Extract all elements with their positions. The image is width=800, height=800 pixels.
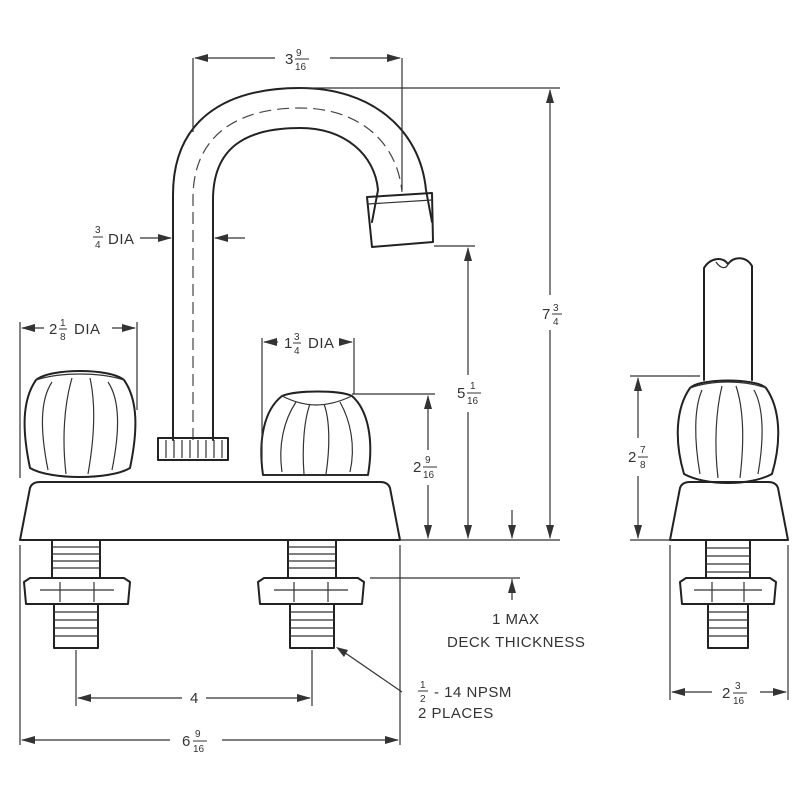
spout-height-whole: 5 bbox=[457, 385, 465, 402]
right-handle bbox=[260, 390, 372, 476]
spout-height-den: 16 bbox=[467, 396, 479, 407]
large-handle-dia-whole: 2 bbox=[49, 321, 57, 338]
side-base-depth-whole: 2 bbox=[722, 685, 730, 702]
handle-height-den: 16 bbox=[423, 470, 435, 481]
thread-note: 1 2 - 14 NPSM 2 PLACES bbox=[418, 680, 512, 722]
spout-reach-whole: 3 bbox=[285, 51, 293, 68]
overall-height-den: 4 bbox=[553, 317, 559, 328]
spout-reach-den: 16 bbox=[295, 62, 307, 73]
spout-dia-num: 3 bbox=[95, 225, 101, 236]
side-base-depth-num: 3 bbox=[735, 681, 741, 692]
front-view bbox=[19, 87, 434, 649]
spout-dia-suffix: DIA bbox=[108, 231, 135, 248]
thread-places: 2 PLACES bbox=[418, 705, 494, 722]
spout-height-num: 1 bbox=[470, 381, 476, 392]
dimension-lines bbox=[19, 54, 789, 745]
side-handle-height-den: 8 bbox=[640, 460, 646, 471]
side-view bbox=[669, 257, 789, 649]
base-width-whole: 6 bbox=[182, 733, 190, 750]
side-handle-height-num: 7 bbox=[640, 445, 646, 456]
base-width-num: 9 bbox=[195, 729, 201, 740]
center-spacing-label: 4 bbox=[190, 690, 198, 707]
small-handle-dia-den: 4 bbox=[294, 346, 300, 357]
side-base-depth-label: 2 3 16 bbox=[722, 681, 747, 707]
deck-thickness-line1: 1 MAX bbox=[492, 611, 540, 628]
small-handle-dia-whole: 1 bbox=[284, 335, 292, 352]
side-base-depth-den: 16 bbox=[733, 696, 745, 707]
spout-collar bbox=[157, 437, 229, 461]
thread-fraction-den: 2 bbox=[420, 694, 426, 705]
base-plate bbox=[19, 481, 401, 541]
handle-height-num: 9 bbox=[425, 455, 431, 466]
small-handle-dia-suffix: DIA bbox=[308, 335, 335, 352]
spout-reach-num: 9 bbox=[296, 48, 302, 59]
side-handle-height-label: 2 7 8 bbox=[628, 445, 648, 471]
large-handle-dia-label: 2 1 8 DIA bbox=[49, 318, 101, 343]
overall-height-label: 7 3 4 bbox=[542, 303, 562, 328]
overall-height-num: 3 bbox=[553, 303, 559, 314]
large-handle-dia-suffix: DIA bbox=[74, 321, 101, 338]
spout-reach-label: 3 9 16 bbox=[285, 48, 309, 73]
left-handle bbox=[23, 370, 137, 478]
thread-text: - 14 NPSM bbox=[434, 684, 512, 701]
large-handle-dia-den: 8 bbox=[60, 332, 66, 343]
deck-thickness-note: 1 MAX DECK THICKNESS bbox=[447, 611, 585, 651]
spout-dia-den: 4 bbox=[95, 240, 101, 251]
thread-fraction-num: 1 bbox=[420, 680, 426, 691]
base-width-label: 6 9 16 bbox=[182, 729, 207, 755]
deck-thickness-line2: DECK THICKNESS bbox=[447, 634, 585, 651]
large-handle-dia-num: 1 bbox=[60, 318, 66, 329]
spout-height-label: 5 1 16 bbox=[457, 381, 481, 407]
handle-height-label: 2 9 16 bbox=[413, 455, 437, 481]
small-handle-dia-num: 3 bbox=[294, 332, 300, 343]
handle-height-whole: 2 bbox=[413, 459, 421, 476]
overall-height-whole: 7 bbox=[542, 306, 550, 323]
side-handle-height-whole: 2 bbox=[628, 449, 636, 466]
spout bbox=[172, 87, 434, 441]
left-shank-assembly bbox=[23, 539, 131, 649]
spout-dia-label: 3 4 DIA bbox=[93, 225, 135, 251]
base-width-den: 16 bbox=[193, 744, 205, 755]
small-handle-dia-label: 1 3 4 DIA bbox=[284, 332, 335, 357]
right-shank-assembly bbox=[257, 539, 365, 649]
